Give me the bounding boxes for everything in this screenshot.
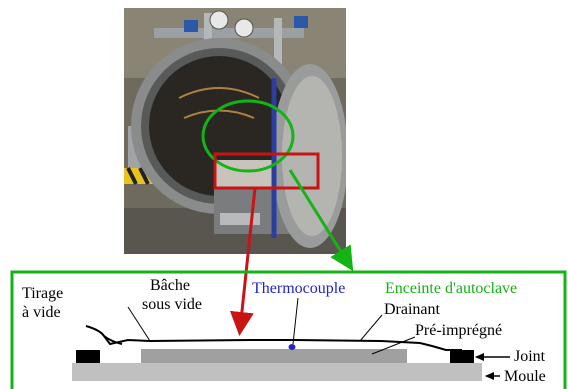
autoclave-photo xyxy=(124,8,346,254)
tirage-label-line2: à vide xyxy=(22,304,61,321)
thermocouple-dot xyxy=(288,344,296,350)
gauge-icon xyxy=(234,18,254,38)
autoclave-door-face xyxy=(282,76,342,236)
red-arrow xyxy=(229,187,257,336)
moule-label: Moule xyxy=(504,368,546,385)
drainant-leader xyxy=(359,314,383,342)
autoclave-highlight-circle xyxy=(201,99,295,173)
bache-label-line1: Bâche xyxy=(150,277,190,294)
thermocouple-label: Thermocouple xyxy=(252,280,346,297)
gauge-icon xyxy=(209,10,229,30)
bache-label-line2: sous vide xyxy=(142,296,202,313)
seal-joint-right xyxy=(450,350,474,363)
joint-label: Joint xyxy=(514,348,546,365)
tirage-label-line1: Tirage xyxy=(22,285,64,302)
vacuum-tube xyxy=(103,335,123,345)
valve-actuator xyxy=(184,20,198,32)
tray-highlight-box xyxy=(213,152,320,190)
preimpregne-leader xyxy=(371,336,416,355)
bache-leader xyxy=(127,306,151,342)
pipe xyxy=(274,18,282,68)
seal-joint-left xyxy=(76,350,100,363)
interior-cable xyxy=(178,87,260,99)
valve-actuator xyxy=(294,16,308,28)
green-arrow xyxy=(288,169,354,272)
enceinte-label: Enceinte d'autoclave xyxy=(385,280,518,297)
prepreg-layer xyxy=(141,349,407,363)
mold-layer xyxy=(72,363,482,381)
preimpregne-label: Pré-imprégné xyxy=(415,322,503,339)
autoclave-enclosure-frame xyxy=(10,270,567,389)
drainant-label: Drainant xyxy=(384,301,440,318)
thermocouple-leader xyxy=(292,297,299,345)
pipe xyxy=(154,28,304,38)
